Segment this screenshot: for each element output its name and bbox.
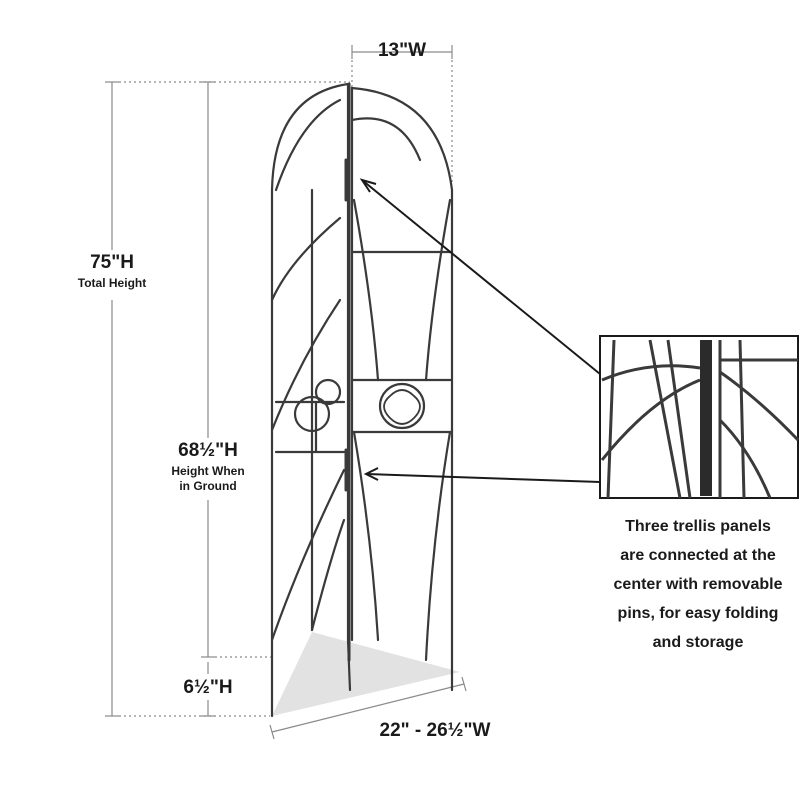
base-width-label: 22" - 26½"W bbox=[379, 720, 491, 741]
trellis-illustration bbox=[270, 82, 454, 718]
ground-height-label: 68½"H bbox=[178, 440, 238, 461]
total-height-label: 75"H bbox=[90, 252, 134, 273]
callout-line: pins, for easy folding bbox=[617, 605, 779, 622]
ground-height-caption-line1: Height When bbox=[171, 464, 245, 478]
ground-height-caption-line2: in Ground bbox=[179, 479, 237, 493]
total-height-caption: Total Height bbox=[77, 276, 147, 290]
callout-line: are connected at the bbox=[620, 547, 776, 564]
callout-text: Three trellis panels are connected at th… bbox=[596, 512, 800, 657]
dimension-lines bbox=[105, 45, 467, 740]
ground-shadow bbox=[272, 632, 460, 716]
top-width-label: 13"W bbox=[377, 40, 427, 61]
callout-arrows bbox=[359, 178, 601, 483]
hinge-detail-inset bbox=[599, 335, 800, 499]
callout-line: center with removable bbox=[613, 576, 783, 593]
callout-line: and storage bbox=[652, 634, 744, 651]
stake-height-label: 6½"H bbox=[183, 677, 233, 698]
callout-line: Three trellis panels bbox=[625, 518, 771, 535]
